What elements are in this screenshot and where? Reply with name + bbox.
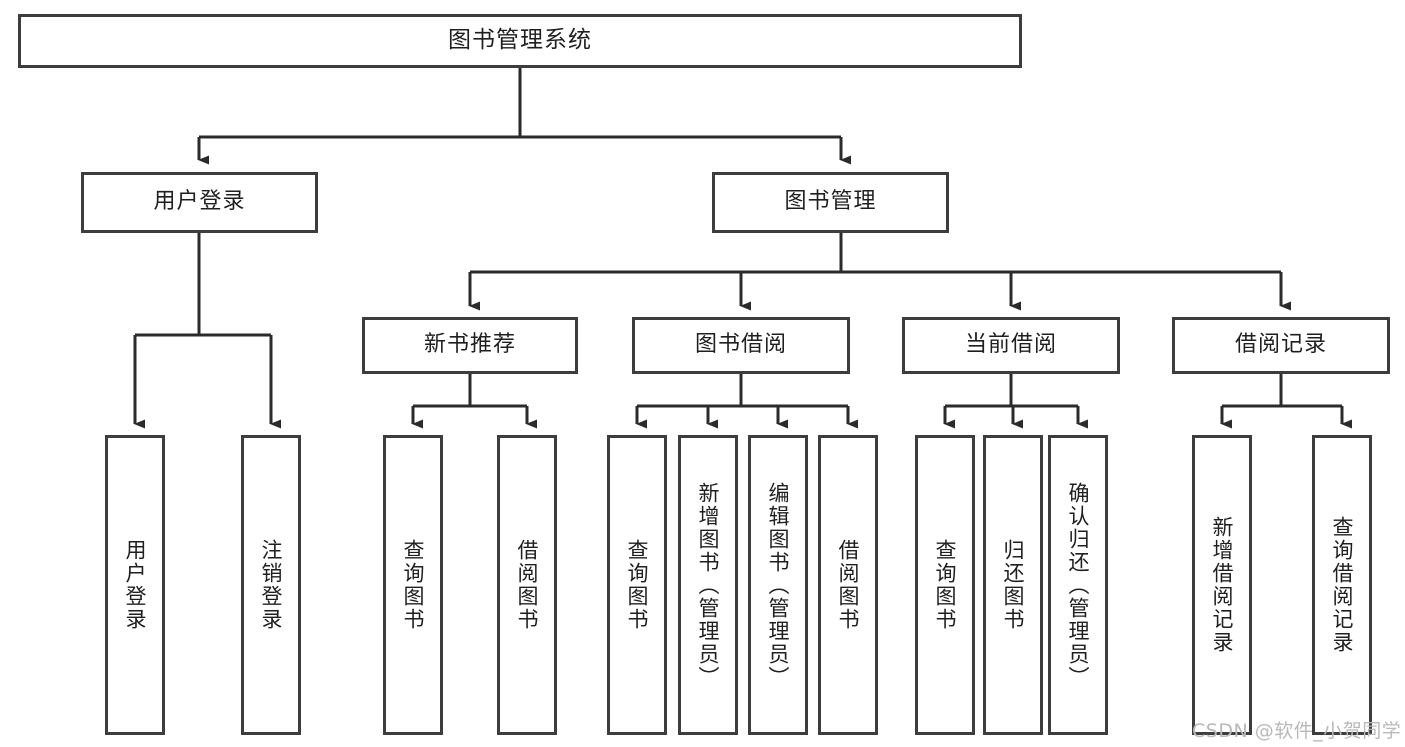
leaf-user-login[interactable]: 用户登录 [105, 435, 165, 735]
node-label: 借阅记录 [1234, 332, 1327, 358]
leaf-current-confirm-return-admin[interactable]: 确认归还（管理员） [1048, 435, 1108, 735]
leaf-current-return-book[interactable]: 归还图书 [983, 435, 1043, 735]
node-borrow-record[interactable]: 借阅记录 [1172, 317, 1390, 374]
leaf-borrow-add-book-admin[interactable]: 新增图书（管理员） [678, 435, 738, 735]
node-label: 图书借阅 [694, 332, 787, 358]
node-label: 确认归还（管理员） [1066, 481, 1090, 689]
leaf-user-logout[interactable]: 注销登录 [241, 435, 301, 735]
leaf-borrow-borrow-book[interactable]: 借阅图书 [818, 435, 878, 735]
leaf-borrow-query-book[interactable]: 查询图书 [607, 435, 667, 735]
leaf-borrow-edit-book-admin[interactable]: 编辑图书（管理员） [748, 435, 808, 735]
node-label: 归还图书 [1001, 539, 1025, 631]
node-label: 查询图书 [625, 539, 649, 631]
node-label: 新增借阅记录 [1210, 516, 1234, 654]
node-label: 查询借阅记录 [1330, 516, 1354, 654]
node-label: 注销登录 [259, 539, 283, 631]
node-book-borrow[interactable]: 图书借阅 [632, 317, 850, 374]
node-current-borrow[interactable]: 当前借阅 [902, 317, 1120, 374]
leaf-current-query-book[interactable]: 查询图书 [915, 435, 975, 735]
leaf-record-query-record[interactable]: 查询借阅记录 [1312, 435, 1372, 735]
node-root-system[interactable]: 图书管理系统 [18, 14, 1022, 68]
node-label: 用户登录 [153, 189, 246, 215]
node-label: 查询图书 [401, 539, 425, 631]
node-label: 新书推荐 [423, 332, 516, 358]
node-label: 当前借阅 [964, 332, 1057, 358]
node-new-book-recommend[interactable]: 新书推荐 [362, 317, 578, 374]
node-book-management[interactable]: 图书管理 [712, 172, 949, 233]
csdn-watermark: CSDN @软件_小贺同学 [1192, 720, 1402, 742]
leaf-recommend-query-book[interactable]: 查询图书 [383, 435, 443, 735]
leaf-record-add-record[interactable]: 新增借阅记录 [1192, 435, 1252, 735]
leaf-recommend-borrow-book[interactable]: 借阅图书 [497, 435, 557, 735]
node-user-login[interactable]: 用户登录 [81, 172, 318, 233]
node-label: 新增图书（管理员） [696, 481, 720, 689]
node-label: 编辑图书（管理员） [766, 481, 790, 689]
node-label: 图书管理系统 [448, 27, 592, 54]
node-label: 图书管理 [784, 189, 877, 215]
node-label: 借阅图书 [515, 539, 539, 631]
node-label: 查询图书 [933, 539, 957, 631]
node-label: 借阅图书 [836, 539, 860, 631]
node-label: 用户登录 [123, 539, 147, 631]
